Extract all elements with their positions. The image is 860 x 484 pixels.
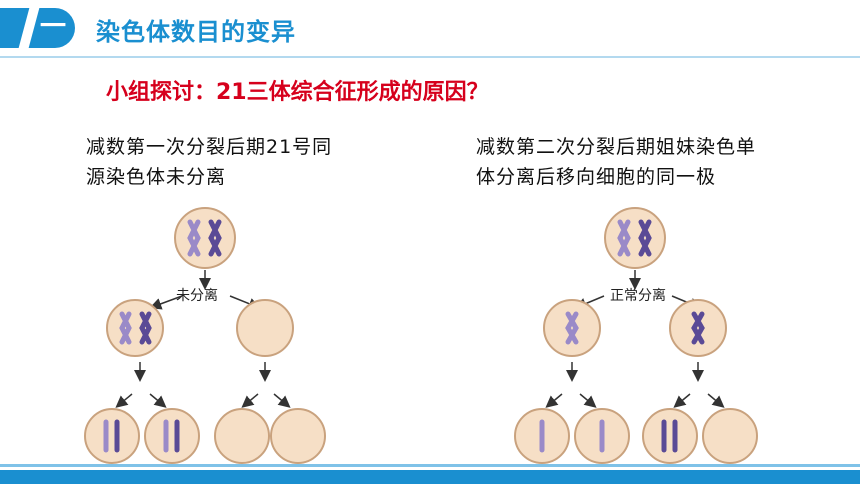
arrow-label-nondisjunction: 未分离 (176, 287, 218, 304)
right-description-line-2: 体分离后移向细胞的同一极 (476, 166, 717, 188)
arrow-diag (273, 393, 291, 408)
parent-cell (604, 207, 666, 269)
left-panel-description: 减数第一次分裂后期21号同 源染色体未分离 (86, 132, 406, 192)
gamete-cell-empty (214, 408, 270, 464)
parent-cell (174, 207, 236, 269)
gamete-cell-empty (702, 408, 758, 464)
section-number: 一 (40, 12, 67, 42)
chromosome-pair-daughter (119, 311, 152, 345)
gamete-cell (84, 408, 140, 464)
arrow-diag (241, 393, 259, 408)
daughter-cell-right-empty (236, 299, 294, 357)
arrow-diag (545, 393, 563, 408)
arrow-diag (115, 393, 133, 408)
gamete-chromosomes (103, 419, 120, 453)
left-description-line-2: 源染色体未分离 (86, 166, 227, 188)
gamete-cell (642, 408, 698, 464)
daughter-cell-right (669, 299, 727, 357)
homologous-chromosome-pair (187, 219, 222, 257)
arrow-diag (673, 393, 691, 408)
chromosome-light (565, 311, 579, 345)
arrow-diag (707, 393, 725, 408)
arrow-diag (149, 393, 167, 408)
gamete-cell-empty (270, 408, 326, 464)
homologous-chromosome-pair (617, 219, 652, 257)
arrow-label-normal-separation: 正常分离 (610, 287, 666, 304)
footer-accent-line (0, 464, 860, 467)
footer-bar (0, 470, 860, 484)
right-meiosis-diagram: 正常分离 (514, 207, 758, 464)
left-meiosis-diagram: 未分离 (84, 207, 326, 464)
header-divider (0, 56, 860, 58)
daughter-cell-left (106, 299, 164, 357)
gamete-cell (144, 408, 200, 464)
left-description-line-1: 减数第一次分裂后期21号同 (86, 136, 333, 158)
gamete-chromosomes (661, 419, 678, 453)
section-title: 染色体数目的变异 (96, 18, 296, 46)
branch-left (149, 295, 183, 310)
daughter-cell-left (543, 299, 601, 357)
arrow-diag (579, 393, 597, 408)
right-panel-description: 减数第二次分裂后期姐妹染色单 体分离后移向细胞的同一极 (476, 132, 816, 192)
chromosome-dark (691, 311, 705, 345)
gamete-chromosomes (163, 419, 180, 453)
discussion-question: 小组探讨：21三体综合征形成的原因？ (106, 80, 489, 105)
right-description-line-1: 减数第二次分裂后期姐妹染色单 (476, 136, 757, 158)
